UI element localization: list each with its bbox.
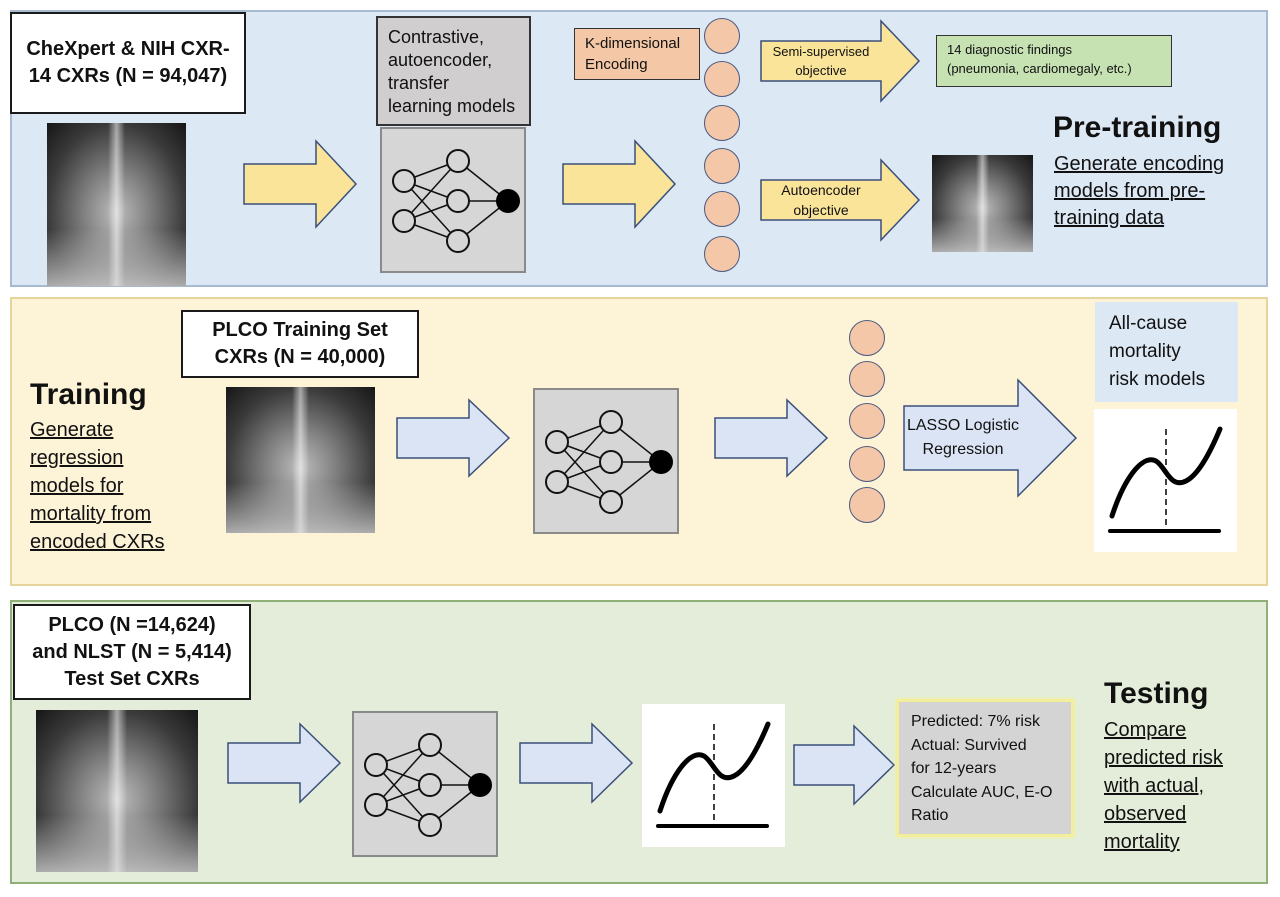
nn-input-node — [364, 793, 388, 817]
nn-input-node — [392, 169, 416, 193]
testing-chest-xray-image — [36, 710, 198, 872]
pretraining-dataset-label: CheXpert & NIH CXR- 14 CXRs (N = 94,047) — [10, 12, 246, 114]
nn-input-node — [545, 430, 569, 454]
risk-models-label: All-cause mortality risk models — [1095, 302, 1238, 402]
encoding-node — [849, 403, 885, 439]
chart-risk-curve — [1109, 426, 1223, 519]
pretraining-description: Generate encoding models from pre- train… — [1054, 153, 1225, 229]
training-encoding-vector — [848, 318, 888, 528]
pretraining-arrow-2 — [562, 139, 677, 229]
testing-risk-curve-chart — [642, 704, 785, 847]
pretraining-chest-xray-image — [47, 123, 186, 286]
nn-input-node — [364, 753, 388, 777]
nn-output-node — [468, 773, 492, 797]
encoding-node — [704, 18, 740, 54]
nn-hidden-node — [418, 813, 442, 837]
testing-heading: Testing — [1104, 677, 1209, 710]
nn-hidden-node — [599, 490, 623, 514]
nn-hidden-node — [446, 229, 470, 253]
autoencoder-arrow — [760, 158, 921, 242]
training-chest-xray-image — [226, 387, 375, 533]
training-heading: Training — [30, 378, 147, 411]
training-risk-curve-chart — [1094, 409, 1237, 552]
pretraining-arrow-1 — [243, 139, 358, 229]
testing-arrow-3 — [793, 724, 896, 806]
nn-output-node — [649, 450, 673, 474]
testing-arrow-2 — [519, 722, 634, 804]
encoding-node — [704, 61, 740, 97]
encoding-node — [704, 148, 740, 184]
testing-description: Compare predicted risk with actual, obse… — [1104, 719, 1223, 853]
training-neural-network-icon — [533, 388, 679, 534]
encoding-node — [849, 487, 885, 523]
training-arrow-2 — [714, 398, 829, 478]
models-label: Contrastive, autoencoder, transfer learn… — [376, 16, 531, 126]
reconstructed-chest-xray-image — [932, 155, 1033, 252]
nn-hidden-node — [599, 410, 623, 434]
training-dataset-label: PLCO Training Set CXRs (N = 40,000) — [181, 310, 419, 378]
encoding-node — [704, 191, 740, 227]
encoding-label: K-dimensional Encoding — [574, 28, 700, 80]
lasso-arrow — [903, 378, 1078, 498]
encoding-node — [704, 236, 740, 272]
testing-dataset-label: PLCO (N =14,624) and NLST (N = 5,414) Te… — [13, 604, 251, 700]
nn-hidden-node — [418, 773, 442, 797]
nn-hidden-node — [446, 149, 470, 173]
pretraining-neural-network-icon — [380, 127, 526, 273]
nn-hidden-node — [599, 450, 623, 474]
nn-connection — [375, 744, 431, 806]
testing-neural-network-icon — [352, 711, 498, 857]
nn-connection — [403, 160, 459, 222]
chart-risk-curve — [657, 721, 771, 814]
nn-input-node — [545, 470, 569, 494]
diagnostic-findings-label: 14 diagnostic findings (pneumonia, cardi… — [936, 35, 1172, 87]
training-description: Generate regression models for mortality… — [30, 419, 165, 553]
pretraining-encoding-vector — [703, 18, 743, 278]
encoding-node — [849, 320, 885, 356]
encoding-node — [849, 446, 885, 482]
pretraining-heading: Pre-training — [1053, 111, 1222, 144]
testing-arrow-1 — [227, 722, 342, 804]
encoding-node — [849, 361, 885, 397]
nn-connection — [556, 421, 612, 483]
nn-hidden-node — [446, 189, 470, 213]
nn-hidden-node — [418, 733, 442, 757]
semi-supervised-arrow — [760, 19, 921, 103]
training-arrow-1 — [396, 398, 511, 478]
testing-result-box: Predicted: 7% risk Actual: Survived for … — [896, 699, 1074, 837]
nn-output-node — [496, 189, 520, 213]
nn-input-node — [392, 209, 416, 233]
encoding-node — [704, 105, 740, 141]
